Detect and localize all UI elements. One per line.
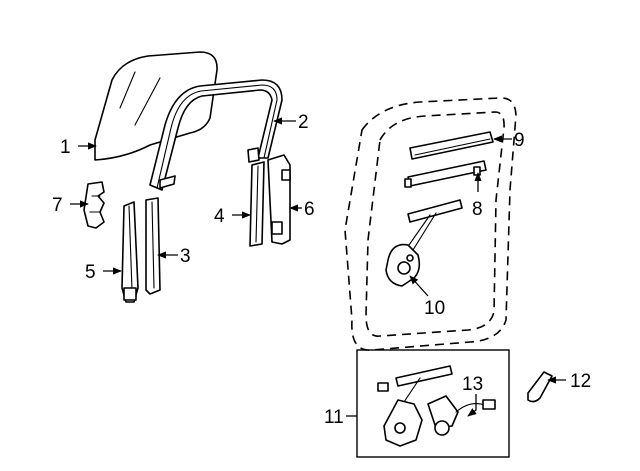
clip-part (83, 181, 105, 229)
callout-10: 10 (424, 298, 445, 319)
leader-13 (467, 394, 477, 417)
belt-weatherstrip-part (409, 131, 494, 160)
window-motor-part (427, 395, 496, 436)
callout-5: 5 (85, 262, 96, 283)
leader-10 (409, 275, 429, 297)
callout-8: 8 (472, 199, 483, 220)
handle-clip-part (527, 371, 553, 403)
callout-9: 9 (514, 130, 525, 151)
inner-belt-strip-part (404, 160, 487, 188)
callout-13: 13 (462, 374, 483, 395)
callout-4: 4 (214, 206, 225, 227)
door-glass-part (94, 51, 218, 161)
callout-7: 7 (52, 195, 63, 216)
callout-3: 3 (180, 246, 191, 267)
callout-6: 6 (304, 199, 315, 220)
callout-2: 2 (298, 112, 309, 133)
window-regulator-part (385, 199, 463, 287)
callout-1: 1 (60, 137, 71, 158)
run-channel-lower-part (121, 201, 139, 303)
rear-channel-part (247, 147, 265, 247)
division-bar-part (267, 154, 291, 245)
regulator-assembly-part (377, 365, 453, 447)
callout-11: 11 (324, 407, 344, 428)
run-channel-front-part (145, 197, 161, 295)
door-outline (344, 97, 517, 351)
inset-box (356, 349, 510, 458)
callout-12: 12 (570, 371, 591, 392)
